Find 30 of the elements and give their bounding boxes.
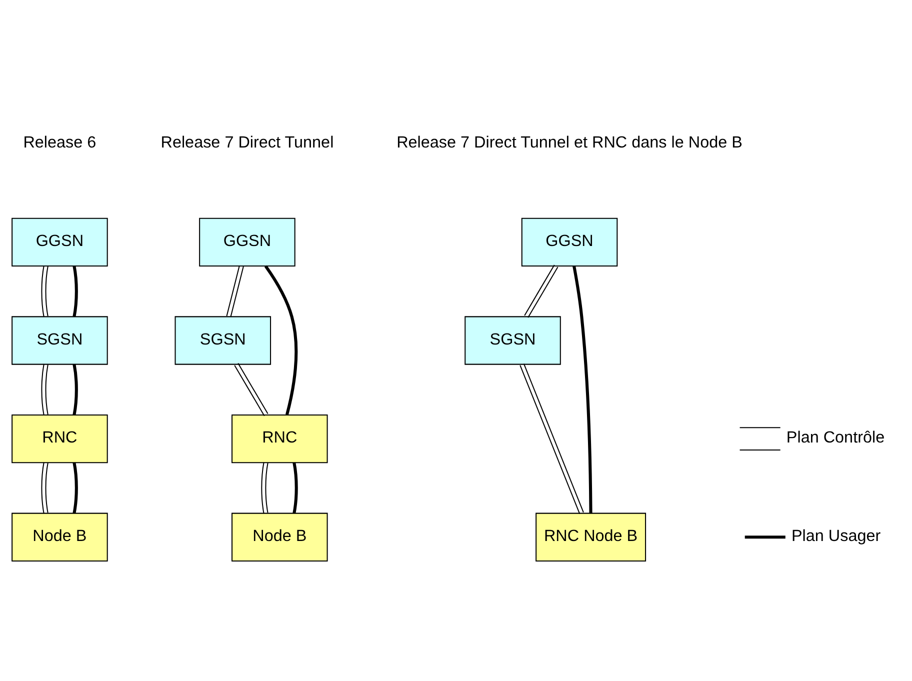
node-box: Node B (12, 512, 108, 562)
connector (72, 462, 78, 514)
connector (261, 462, 268, 514)
node-box: SGSN (464, 316, 561, 365)
connector (41, 266, 48, 317)
node-box: GGSN (12, 218, 108, 267)
label: Release 6 (23, 134, 96, 152)
node-box: SGSN (174, 316, 272, 365)
legend-label: Plan Contrôle (786, 428, 885, 447)
connector (572, 266, 592, 514)
connector (524, 264, 558, 318)
node-box: RNC (232, 414, 328, 464)
connector (72, 364, 78, 416)
label: Release 7 Direct Tunnel (160, 134, 334, 152)
connector (234, 363, 268, 416)
node-box: RNC Node B (536, 512, 646, 562)
node-box: GGSN (199, 218, 296, 267)
label: Release 7 Direct Tunnel et RNC dans le Node B (396, 134, 742, 152)
connector (264, 265, 298, 415)
node-box: GGSN (521, 218, 618, 267)
connector (41, 364, 48, 416)
connector (72, 266, 78, 317)
connector (520, 364, 584, 514)
connector (292, 462, 298, 514)
connector (226, 265, 244, 318)
legend-label: Plan Usager (791, 526, 881, 545)
connector (41, 462, 48, 514)
node-box: SGSN (12, 316, 108, 365)
node-box: RNC (12, 414, 108, 464)
node-box: Node B (232, 512, 328, 562)
